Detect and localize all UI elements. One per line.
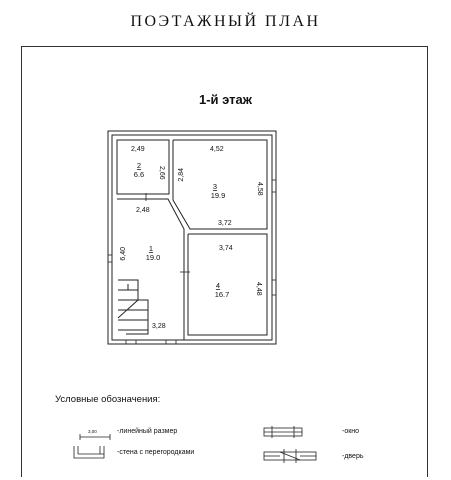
room-2-number: 2 [137, 161, 141, 170]
legend-wall-symbol [73, 446, 105, 459]
room-4-number: 4 [216, 281, 220, 290]
drawing-frame [21, 46, 428, 477]
room-3-outline [172, 139, 268, 230]
room-1-number: 1 [149, 244, 153, 253]
legend-title: Условные обозначения: [55, 394, 161, 405]
doors [145, 193, 190, 273]
page-title: ПОЭТАЖНЫЙ ПЛАН [130, 13, 321, 30]
dim-room4-right: 4,48 [255, 282, 262, 296]
dim-room4-top: 3,74 [219, 245, 233, 252]
dim-room3-left: 2,84 [178, 168, 185, 182]
windows [108, 179, 276, 344]
dim-room3-bottom: 3,72 [218, 220, 232, 227]
legend-label-door: -дверь [342, 453, 364, 460]
legend-dimension-symbol [79, 434, 111, 440]
dim-room2-side: 2,66 [158, 166, 165, 180]
dim-room1-bottom: 3,28 [152, 323, 166, 330]
room-3-number: 3 [213, 182, 217, 191]
dim-room2-top: 2,49 [131, 146, 145, 153]
legend-window-symbol [263, 426, 303, 438]
room-2-area: 6.6 [134, 170, 144, 179]
stair [117, 279, 149, 335]
dim-room1-left: 6,40 [120, 247, 127, 261]
legend-label-dimension: -линейный размер [117, 428, 178, 435]
legend-label-wall: -стена с перегородками [117, 449, 195, 456]
legend-dimension-sample: 3,00 [88, 429, 97, 434]
room-4-area: 16.7 [215, 290, 230, 299]
room-3-area: 19.9 [211, 191, 226, 200]
room-4-outline [187, 233, 268, 336]
outer-wall-inner [111, 134, 273, 341]
legend-label-window: -окно [342, 428, 360, 435]
dim-room1-top: 2,48 [136, 207, 150, 214]
outer-wall-outer [107, 130, 277, 345]
legend-door-symbol [263, 449, 317, 463]
room-2-outline [116, 139, 170, 195]
room-1-outline [117, 198, 185, 340]
dim-room3-top: 4,52 [210, 146, 224, 153]
room-1-area: 19.0 [146, 253, 161, 262]
floor-label: 1-й этаж [199, 92, 252, 107]
dim-room3-right: 4,58 [256, 182, 263, 196]
